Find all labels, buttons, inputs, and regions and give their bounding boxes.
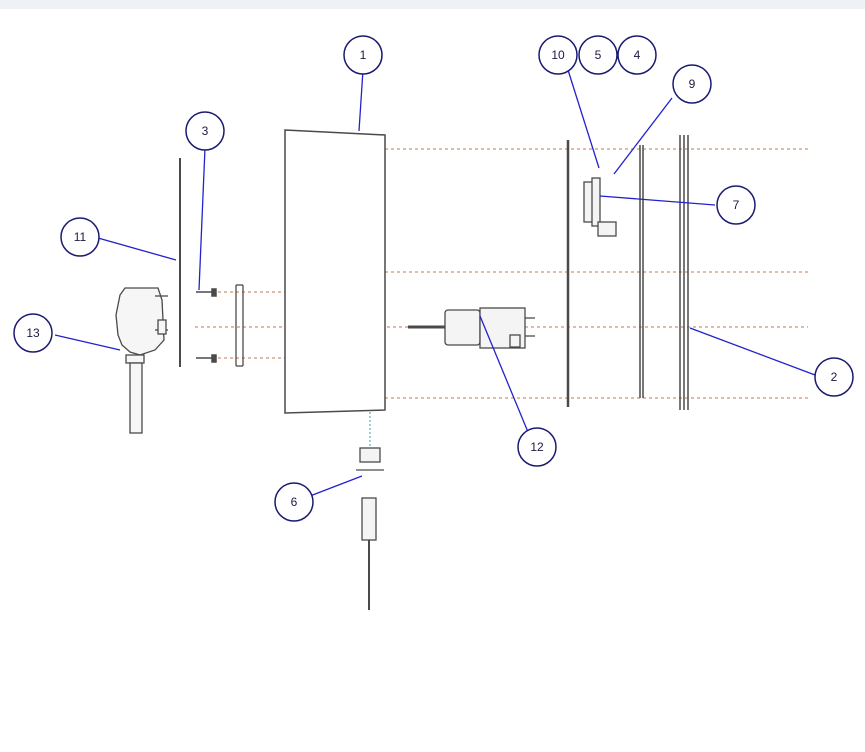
- balloon-label: 5: [595, 48, 602, 62]
- cable-part: [356, 447, 384, 612]
- balloon-circle: [538, 35, 578, 75]
- balloon-label: 4: [634, 48, 641, 62]
- balloon-circle: [13, 313, 53, 353]
- leader-3: [198, 147, 206, 291]
- balloon-12: 12: [517, 427, 557, 467]
- leader-7: [599, 195, 716, 206]
- balloon-11: 11: [60, 217, 100, 257]
- balloon-5: 5: [578, 35, 618, 75]
- balloon-circle: [343, 35, 383, 75]
- leader-2: [689, 327, 816, 376]
- balloon-label: 2: [831, 370, 838, 384]
- balloon-3: 3: [185, 111, 225, 151]
- leader-12: [479, 315, 529, 433]
- balloon-13: 13: [13, 313, 53, 353]
- balloon-circle: [672, 64, 712, 104]
- balloon-10: 10: [538, 35, 578, 75]
- leader-lines: [54, 69, 816, 497]
- pcb-module-part: [583, 177, 617, 237]
- leader-10: [567, 69, 600, 169]
- balloon-circle: [617, 35, 657, 75]
- leader-6: [309, 475, 363, 497]
- balloon-circle: [274, 482, 314, 522]
- balloon-label: 12: [530, 440, 544, 454]
- lower-blank-panel: [218, 610, 468, 752]
- balloon-7: 7: [716, 185, 756, 225]
- balloon-label: 13: [26, 326, 40, 340]
- balloon-label: 7: [733, 198, 740, 212]
- balloon-label: 10: [551, 48, 565, 62]
- balloon-circle: [578, 35, 618, 75]
- cover-panels-part: [639, 135, 689, 410]
- leader-11: [97, 237, 177, 261]
- motor-part: [408, 307, 535, 349]
- bracket-part: [235, 284, 244, 367]
- screws-part: [196, 288, 217, 363]
- top-strip: [0, 0, 865, 9]
- balloon-9: 9: [672, 64, 712, 104]
- balloon-label: 9: [689, 77, 696, 91]
- balloon-label: 11: [74, 230, 87, 244]
- elbow-connector-part: [115, 287, 168, 434]
- balloon-circle: [185, 111, 225, 151]
- balloon-2: 2: [814, 357, 854, 397]
- balloon-4: 4: [617, 35, 657, 75]
- balloons: 1 10 5 4 9 3 7 11 13 2 12 6: [13, 35, 854, 522]
- balloon-label: 6: [291, 495, 298, 509]
- balloon-label: 1: [360, 48, 367, 62]
- leader-1: [358, 69, 364, 132]
- balloon-6: 6: [274, 482, 314, 522]
- balloon-circle: [814, 357, 854, 397]
- balloon-1: 1: [343, 35, 383, 75]
- enclosure-part: [284, 129, 386, 414]
- balloon-circle: [60, 217, 100, 257]
- balloon-label: 3: [202, 124, 209, 138]
- balloon-circle: [716, 185, 756, 225]
- balloon-circle: [517, 427, 557, 467]
- leader-13: [54, 334, 121, 351]
- leader-9: [613, 97, 673, 175]
